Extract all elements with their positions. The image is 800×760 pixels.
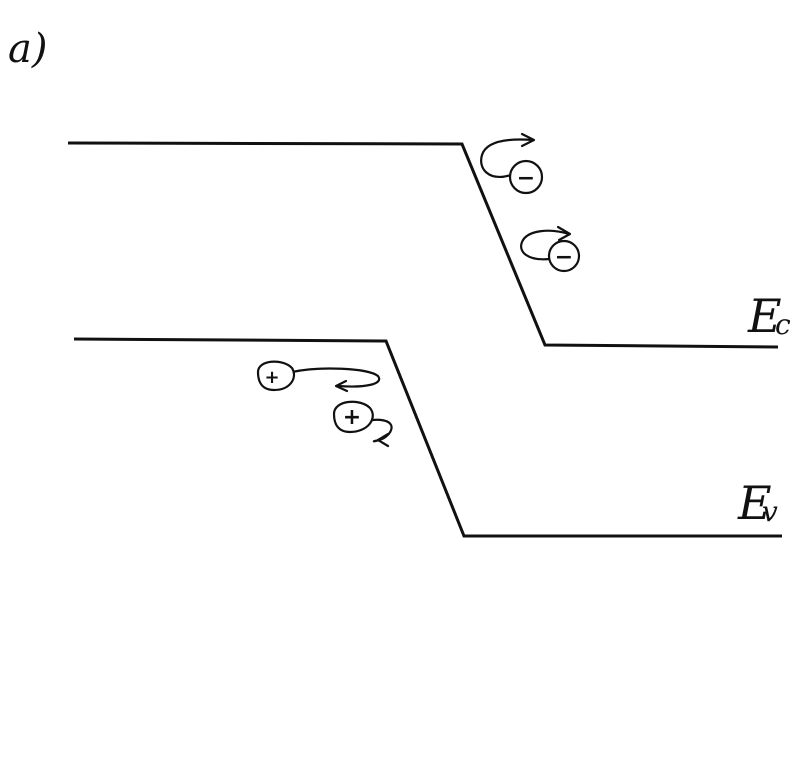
valence-band-subscript: v xyxy=(762,495,778,528)
electron-2-arrowhead xyxy=(556,225,572,242)
valence-band-label: E v xyxy=(737,476,778,530)
hole-2: + xyxy=(332,400,393,448)
hole-1-circle xyxy=(256,360,296,392)
electron-2: − xyxy=(520,225,581,273)
hole-2-trajectory-arrow xyxy=(370,418,393,443)
valence-band-symbol: E xyxy=(737,476,772,530)
electron-2-circle xyxy=(547,239,581,273)
hole-1-arrowhead xyxy=(334,379,349,393)
conduction-band-symbol: E xyxy=(747,289,782,343)
electron-1-arrowhead xyxy=(520,132,536,148)
electron-2-sign: − xyxy=(555,245,573,270)
panel-label: a) xyxy=(8,26,47,72)
hole-1-sign: + xyxy=(264,367,279,388)
hole-2-sign: + xyxy=(343,405,361,430)
conduction-band-edge xyxy=(67,141,779,349)
valence-band-edge xyxy=(73,337,782,538)
electron-1-trajectory-arrow xyxy=(480,138,535,178)
electron-1-circle xyxy=(508,159,544,195)
electron-1: − xyxy=(480,132,544,195)
hole-2-circle xyxy=(332,400,374,434)
hole-2-arrowhead xyxy=(376,432,390,448)
electron-1-sign: − xyxy=(517,166,535,191)
hole-1-trajectory-arrow xyxy=(290,367,381,388)
conduction-band-label: E c xyxy=(747,289,791,343)
electron-2-trajectory-arrow xyxy=(520,229,571,261)
hole-1: + xyxy=(256,360,381,393)
conduction-band-subscript: c xyxy=(775,308,791,341)
